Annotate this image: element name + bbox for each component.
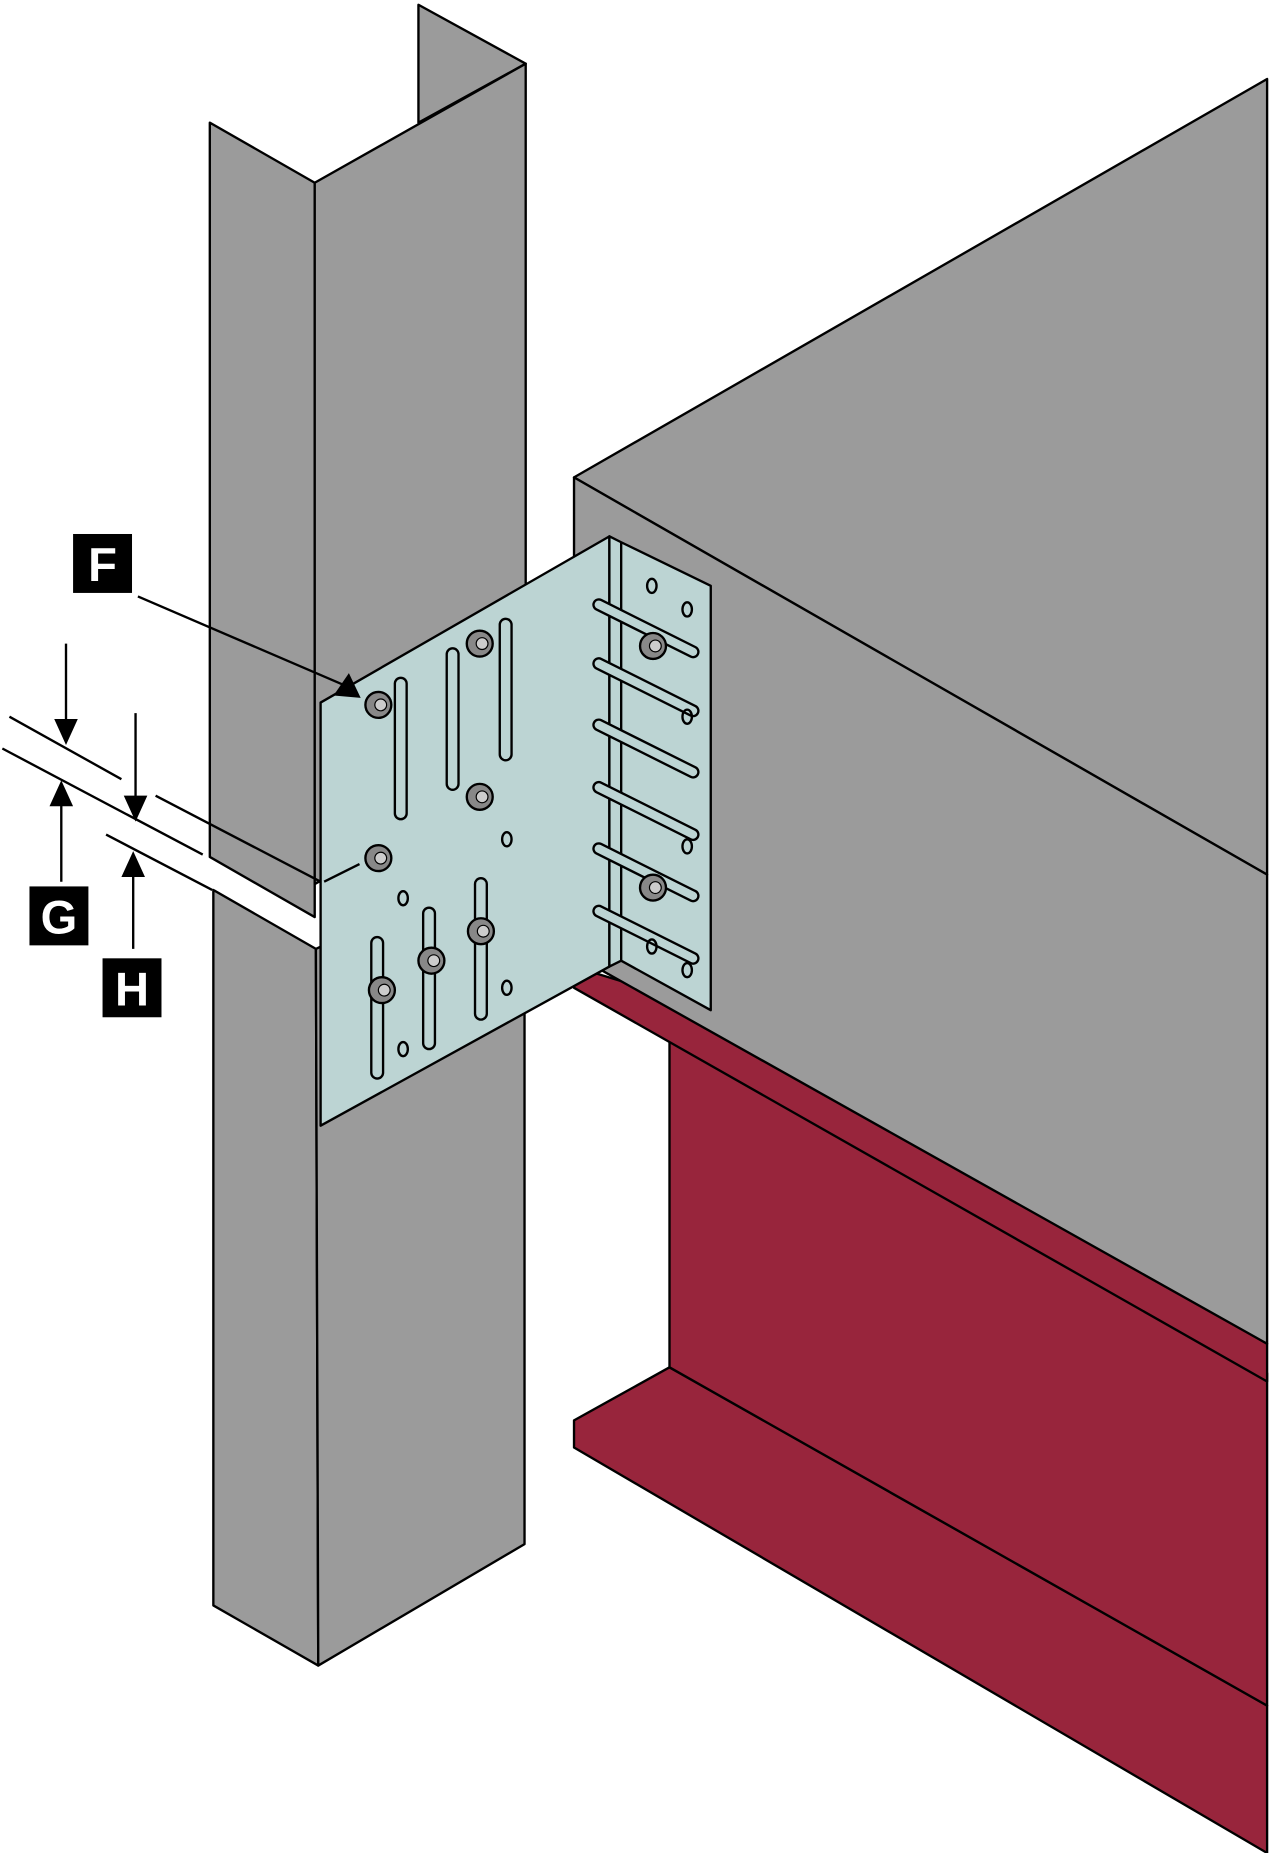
callout-g: G bbox=[29, 886, 89, 946]
callout-h: H bbox=[102, 958, 162, 1018]
hole bbox=[645, 577, 658, 595]
screws bbox=[364, 577, 694, 1058]
hole bbox=[681, 961, 694, 979]
hole bbox=[397, 889, 410, 907]
hole bbox=[645, 938, 658, 955]
dimension-lines bbox=[1, 595, 361, 949]
callout-f-label: F bbox=[88, 538, 117, 591]
hole bbox=[681, 601, 694, 618]
hole bbox=[397, 1040, 410, 1058]
hole bbox=[500, 979, 513, 997]
callout-f: F bbox=[73, 533, 133, 593]
beam-assembly bbox=[572, 77, 1269, 1853]
lower-stud-left-flange bbox=[212, 888, 320, 1667]
clip-angle bbox=[319, 535, 712, 1127]
beam-bottom-flange bbox=[572, 1366, 1269, 1853]
hole bbox=[500, 831, 513, 848]
hole bbox=[681, 708, 694, 725]
slots bbox=[370, 598, 700, 1080]
hole bbox=[681, 838, 694, 855]
callout-g-label: G bbox=[41, 891, 78, 944]
upper-stud-left-flange bbox=[208, 121, 316, 919]
callout-h-label: H bbox=[115, 962, 149, 1015]
